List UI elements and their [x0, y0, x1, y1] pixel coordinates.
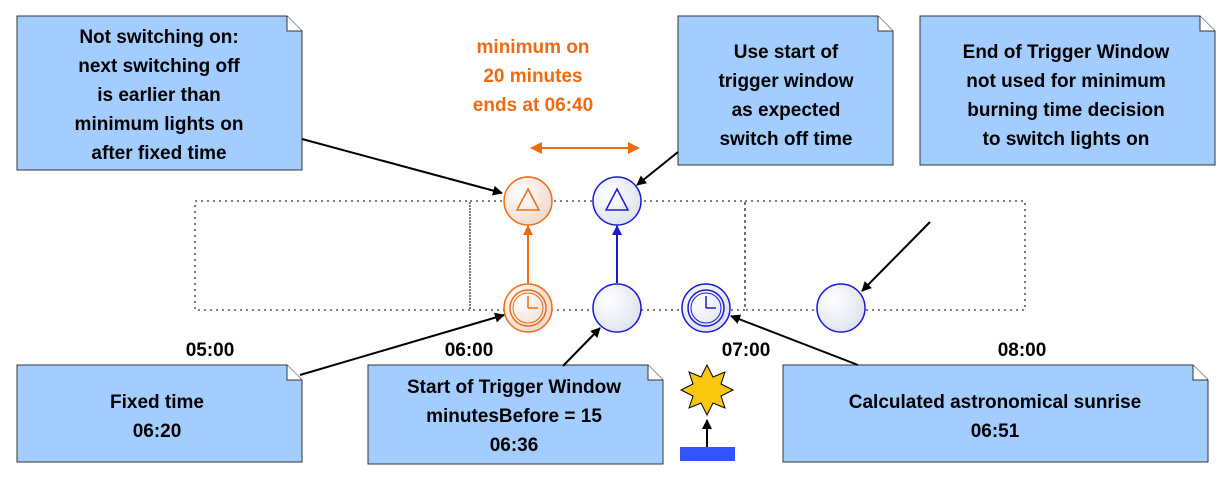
time-label-0700: 07:00: [722, 340, 771, 361]
time-label-0800: 08:00: [998, 340, 1047, 361]
note-end-window: End of Trigger Window not used for minim…: [919, 15, 1216, 166]
triangle-icon: [604, 187, 630, 211]
orange-switch-node: [503, 176, 553, 226]
clock-icon: [509, 289, 547, 327]
trigger-end-node: [816, 283, 866, 333]
note-sunrise: Calculated astronomical sunrise 06:51: [782, 364, 1209, 463]
horizon-bar: [680, 447, 735, 461]
note-line: burning time decision: [967, 100, 1164, 121]
clock-icon: [687, 289, 725, 327]
blue-switch-node: [592, 176, 642, 226]
note-line: as expected: [732, 100, 841, 121]
sun-icon: [679, 363, 735, 461]
hour-box-05: [194, 200, 471, 311]
note-line: 06:51: [971, 421, 1020, 442]
minimum-label-line-1: minimum on: [477, 37, 590, 58]
fixed-time-node: [503, 283, 553, 333]
note-line: after fixed time: [91, 143, 226, 164]
note-use-start: Use start of trigger window as expected …: [677, 15, 894, 166]
connector-sunrise: [730, 314, 859, 366]
connector-use-start: [636, 151, 679, 186]
note-line: 06:36: [490, 435, 539, 456]
minimum-duration-arrow: [530, 142, 640, 154]
note-line: 06:20: [133, 421, 182, 442]
note-line: to switch lights on: [983, 129, 1150, 150]
note-line: Fixed time: [110, 392, 204, 413]
note-connectors: [299, 138, 931, 376]
minimum-label-line-3: ends at 06:40: [473, 95, 593, 116]
note-line: not used for minimum: [966, 71, 1166, 92]
note-line: minimum lights on: [75, 114, 244, 135]
note-line: minutesBefore = 15: [426, 406, 602, 427]
note-line: Calculated astronomical sunrise: [849, 392, 1142, 413]
connector-start-window: [562, 327, 601, 367]
timeline-grid: [194, 200, 1026, 311]
note-line: Not switching on:: [79, 27, 238, 48]
connector-end-window: [861, 221, 931, 292]
time-label-0500: 05:00: [186, 340, 235, 361]
note-line: Start of Trigger Window: [407, 377, 621, 398]
hour-box-07: [744, 200, 1026, 311]
note-line: Use start of: [734, 42, 839, 63]
note-line: switch off time: [719, 129, 852, 150]
trigger-start-node: [592, 283, 642, 333]
note-line: trigger window: [718, 71, 853, 92]
sunrise-node: [681, 283, 731, 333]
note-fixed-time: Fixed time 06:20: [16, 364, 303, 463]
triangle-icon: [515, 187, 541, 211]
connector-not-switching: [301, 138, 503, 196]
note-line: is earlier than: [97, 85, 221, 106]
minimum-label-line-2: 20 minutes: [483, 66, 582, 87]
note-line: next switching off: [78, 56, 240, 77]
note-not-switching-on: Not switching on: next switching off is …: [16, 15, 303, 171]
connector-fixed-time: [299, 312, 505, 376]
note-line: End of Trigger Window: [963, 42, 1170, 63]
note-start-window: Start of Trigger Window minutesBefore = …: [367, 364, 664, 465]
time-label-0600: 06:00: [445, 340, 494, 361]
